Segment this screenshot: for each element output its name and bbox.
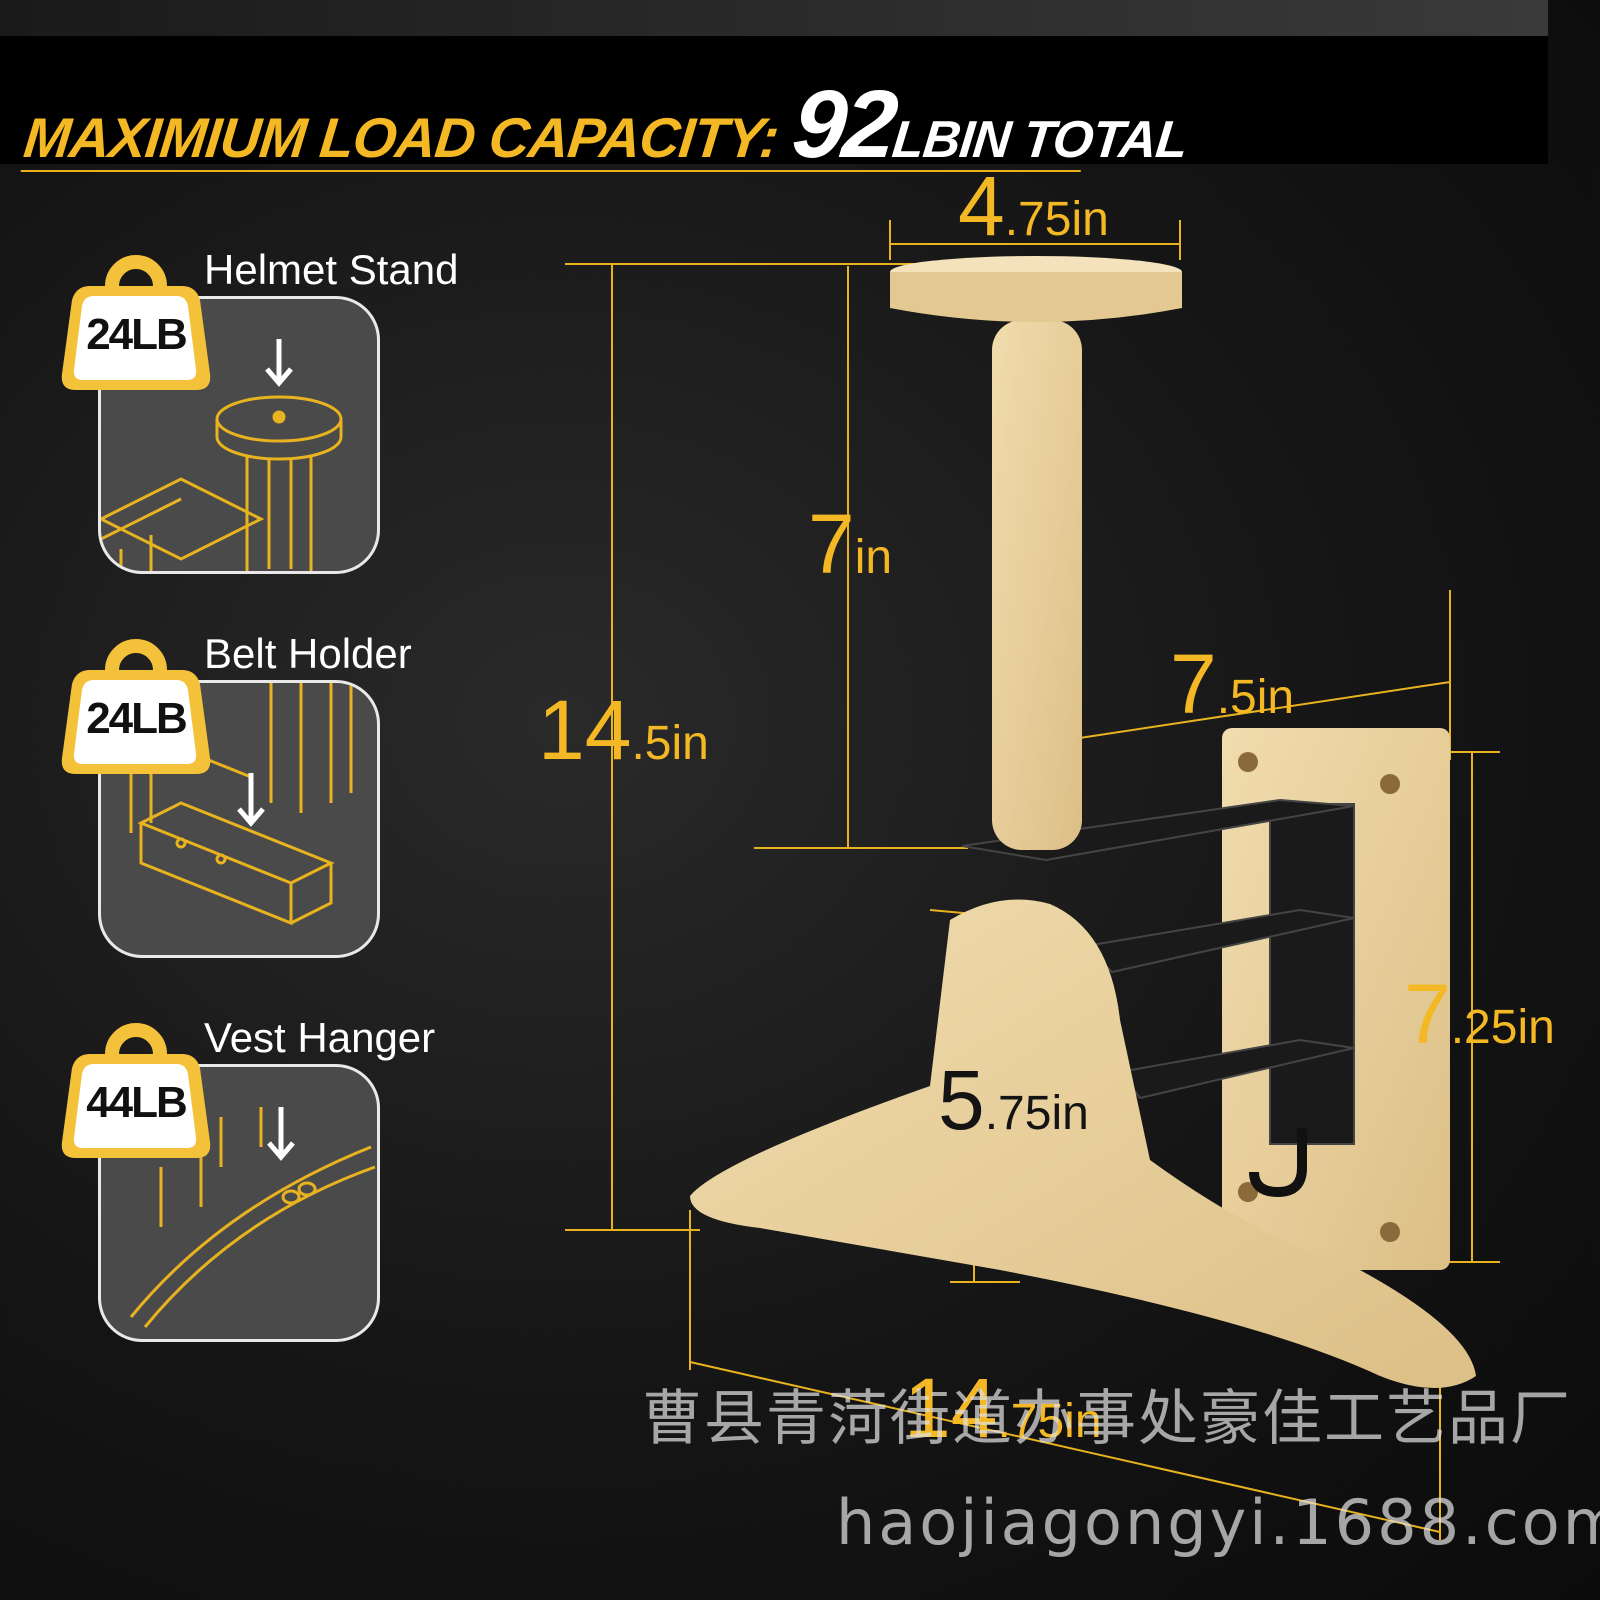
weight-label: 24LB xyxy=(86,694,188,743)
feature-helmet-stand: Helmet Stand 24LB xyxy=(60,246,458,596)
watermark-url: haojiagongyi.1688.com xyxy=(836,1486,1600,1559)
dim-top-width: 4.75in xyxy=(958,159,1109,253)
headline-banner: MAXIMIUM LOAD CAPACITY: 92 LBIN TOTAL xyxy=(0,36,1548,178)
dim-plate-height: 7.25in xyxy=(1404,967,1555,1061)
dim-depth: 7.5in xyxy=(1170,637,1295,731)
vest-hanger-body xyxy=(690,899,1476,1388)
top-strip xyxy=(0,0,1548,36)
feature-title: Belt Holder xyxy=(204,630,412,677)
weight-icon: 44LB xyxy=(60,1014,212,1162)
feature-vest-hanger: Vest Hanger 44LB xyxy=(60,1014,435,1364)
dim-total-height: 14.5in xyxy=(538,683,709,777)
feature-title: Vest Hanger xyxy=(204,1014,436,1061)
feature-title: Helmet Stand xyxy=(204,246,459,293)
weight-icon: 24LB xyxy=(60,246,212,394)
weight-icon: 24LB xyxy=(60,630,212,778)
weight-label: 44LB xyxy=(86,1078,188,1127)
dim-post-height: 7in xyxy=(808,497,893,591)
dim-hanger-width: 14.75in xyxy=(904,1361,1102,1455)
dim-hanger-height: 5.75in xyxy=(938,1053,1089,1147)
hook-icon xyxy=(1249,1128,1307,1198)
helmet-stand-post xyxy=(890,256,1182,850)
feature-belt-holder: Belt Holder 24LB xyxy=(60,630,412,980)
weight-label: 24LB xyxy=(86,310,188,359)
watermark-company: 曹县青菏街道办事处豪佳工艺品厂 xyxy=(642,1384,1572,1454)
